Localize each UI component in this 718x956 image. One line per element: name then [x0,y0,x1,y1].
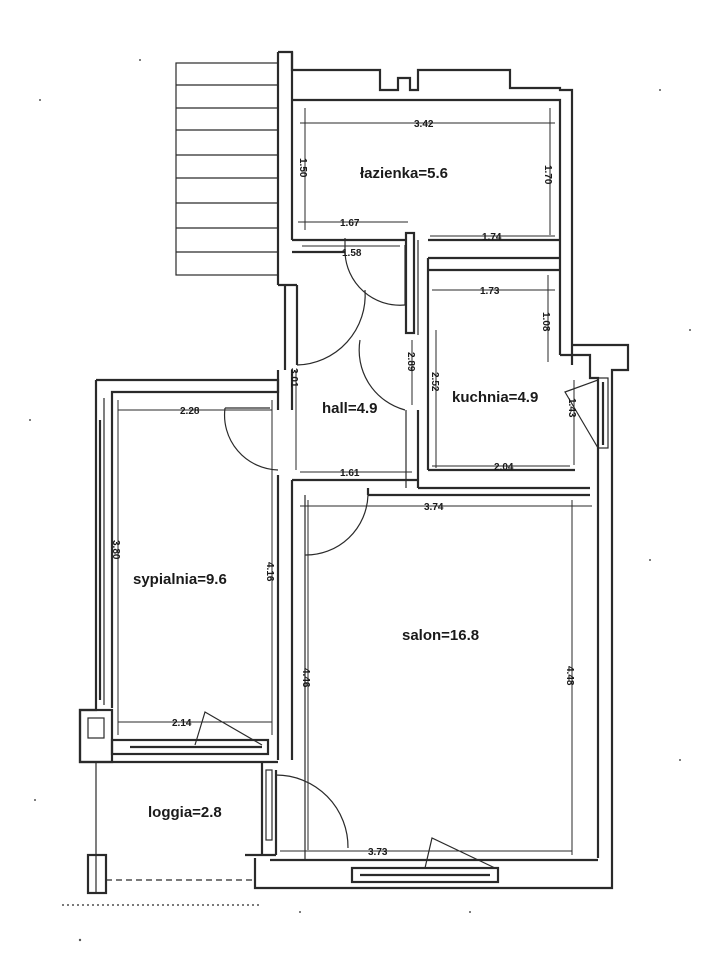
dim-label-4-48: 4.48 [564,666,575,686]
dim-label-3-73: 3.73 [368,847,388,858]
dim-label-1-67: 1.67 [340,218,360,229]
dim-label-3-74: 3.74 [424,502,444,513]
dim-label-2-04: 2.04 [494,462,514,473]
room-label-kuchnia: kuchnia=4.9 [452,389,538,406]
dim-label-1-73: 1.73 [480,286,500,297]
dim-label-2-89: 2.89 [405,352,416,372]
outer-walls [62,50,630,906]
scan-specks [29,59,691,942]
dim-label-1-08: 1.08 [540,312,551,332]
stair-grate [175,62,279,276]
dim-label-4-16: 4.16 [264,562,275,582]
dimension-lines [117,108,592,855]
dim-label-1-74: 1.74 [482,232,502,243]
doors [194,238,599,869]
dim-label-2-14: 2.14 [172,718,192,729]
room-label-hall: hall=4.9 [322,400,377,417]
room-label-lazienka: łazienka=5.6 [360,165,448,182]
dim-label-3-01: 3.01 [288,368,299,388]
dim-label-3-80: 3.80 [110,540,121,560]
dim-label-1-61: 1.61 [340,468,360,479]
dim-label-4-46: 4.46 [300,668,311,688]
interior-walls [98,231,609,884]
dim-label-1-70: 1.70 [542,165,553,185]
dim-label-3-42: 3.42 [414,119,434,130]
dim-label-2-28: 2.28 [180,406,200,417]
room-label-salon: salon=16.8 [402,627,479,644]
dim-label-1-43: 1.43 [566,398,577,418]
dim-label-1-50: 1.50 [297,158,308,178]
room-label-loggia: loggia=2.8 [148,804,222,821]
dim-label-1-58: 1.58 [342,248,362,259]
room-label-sypialnia: sypialnia=9.6 [133,571,227,588]
dim-label-2-52: 2.52 [429,372,440,392]
